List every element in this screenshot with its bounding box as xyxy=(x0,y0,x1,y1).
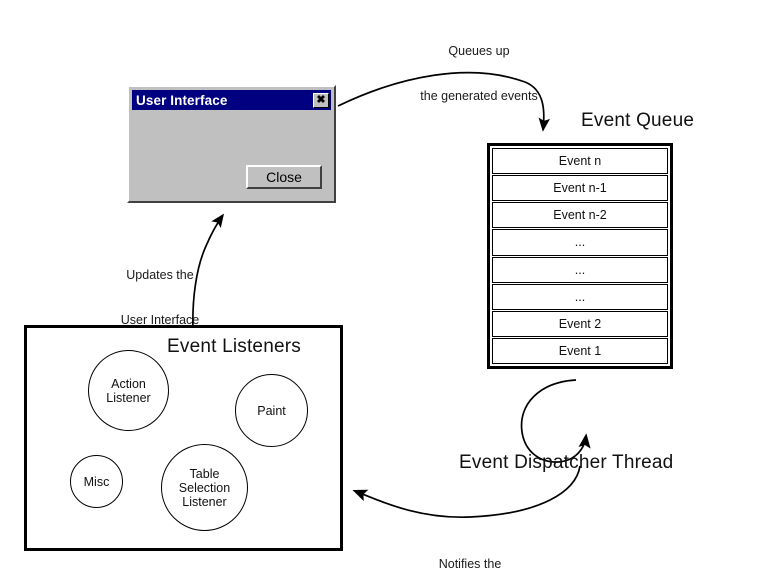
queue-row: ... xyxy=(492,283,668,310)
close-x-icon[interactable]: ✖ xyxy=(313,92,329,108)
paint-circle[interactable]: Paint xyxy=(235,374,308,447)
queues-up-label: Queues up the generated events xyxy=(389,14,569,134)
event-queue-title: Event Queue xyxy=(581,110,695,131)
queue-row: Event n-2 xyxy=(492,202,668,229)
queue-row: Event 2 xyxy=(492,310,668,337)
misc-circle[interactable]: Misc xyxy=(70,455,123,508)
window-title: User Interface xyxy=(136,92,228,108)
close-button[interactable]: Close xyxy=(246,165,322,189)
event-listeners-title: Event Listeners xyxy=(167,336,301,357)
queue-row: ... xyxy=(492,229,668,256)
queues-up-line1: Queues up xyxy=(448,44,510,58)
event-dispatcher-thread-title: Event Dispatcher Thread xyxy=(459,452,674,473)
queue-row: Event 1 xyxy=(492,337,668,364)
updates-ui-label: Updates the User Interface xyxy=(86,238,234,358)
queue-row: Event n-1 xyxy=(492,175,668,202)
notifies-label: Notifies the interested parties xyxy=(390,527,550,588)
notifies-line1: Notifies the xyxy=(438,557,502,571)
arrow-dispatcher-loop xyxy=(520,379,591,463)
table-selection-listener-circle[interactable]: Table Selection Listener xyxy=(161,444,248,531)
user-interface-window[interactable]: User Interface ✖ Close xyxy=(127,85,336,203)
queues-up-line2: the generated events xyxy=(420,89,538,103)
action-listener-circle[interactable]: Action Listener xyxy=(88,350,169,431)
queue-row: Event n xyxy=(492,148,668,175)
updates-ui-line2: User Interface xyxy=(120,313,200,327)
event-listeners-box: Event Listeners Action Listener Paint Mi… xyxy=(24,325,343,551)
queue-row: ... xyxy=(492,256,668,283)
event-queue-box: Event n Event n-1 Event n-2 ... ... ... … xyxy=(487,143,673,369)
updates-ui-line1: Updates the xyxy=(126,268,194,282)
window-titlebar: User Interface ✖ xyxy=(132,90,331,110)
